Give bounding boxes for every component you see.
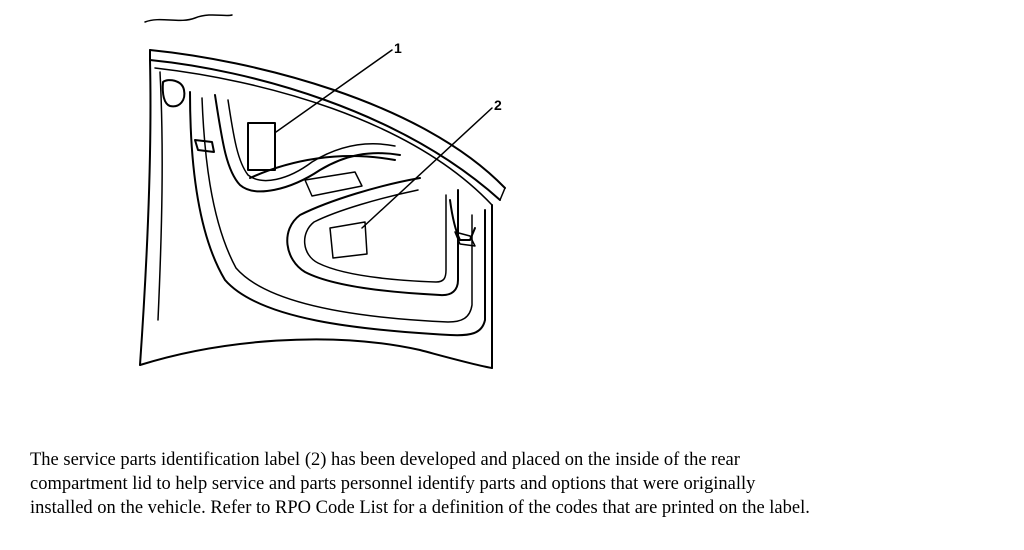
callout-1-label: 1 [394,40,402,56]
callout-2-leader [361,107,493,229]
caption-line: installed on the vehicle. Refer to RPO C… [30,498,810,518]
lid-bottom-edge [139,338,493,369]
caption-line: compartment lid to help service and part… [30,474,756,494]
lid-left-edge [139,59,163,366]
upper-left-recess [214,94,401,193]
part-1-block [247,122,276,171]
callout-2-label: 2 [494,97,502,113]
break-line [144,14,233,23]
left-hinge [161,79,215,153]
caption-text: The service parts identification label (… [30,448,990,520]
caption-line: The service parts identification label (… [30,450,740,470]
lower-recess [286,177,459,297]
inner-panel-outer [189,91,486,337]
center-rib [249,155,396,197]
right-hinge [449,199,476,247]
lid-outer-rim [149,49,506,206]
callout-1-leader [275,49,393,133]
rear-compartment-lid-diagram: 1 2 [139,14,506,369]
